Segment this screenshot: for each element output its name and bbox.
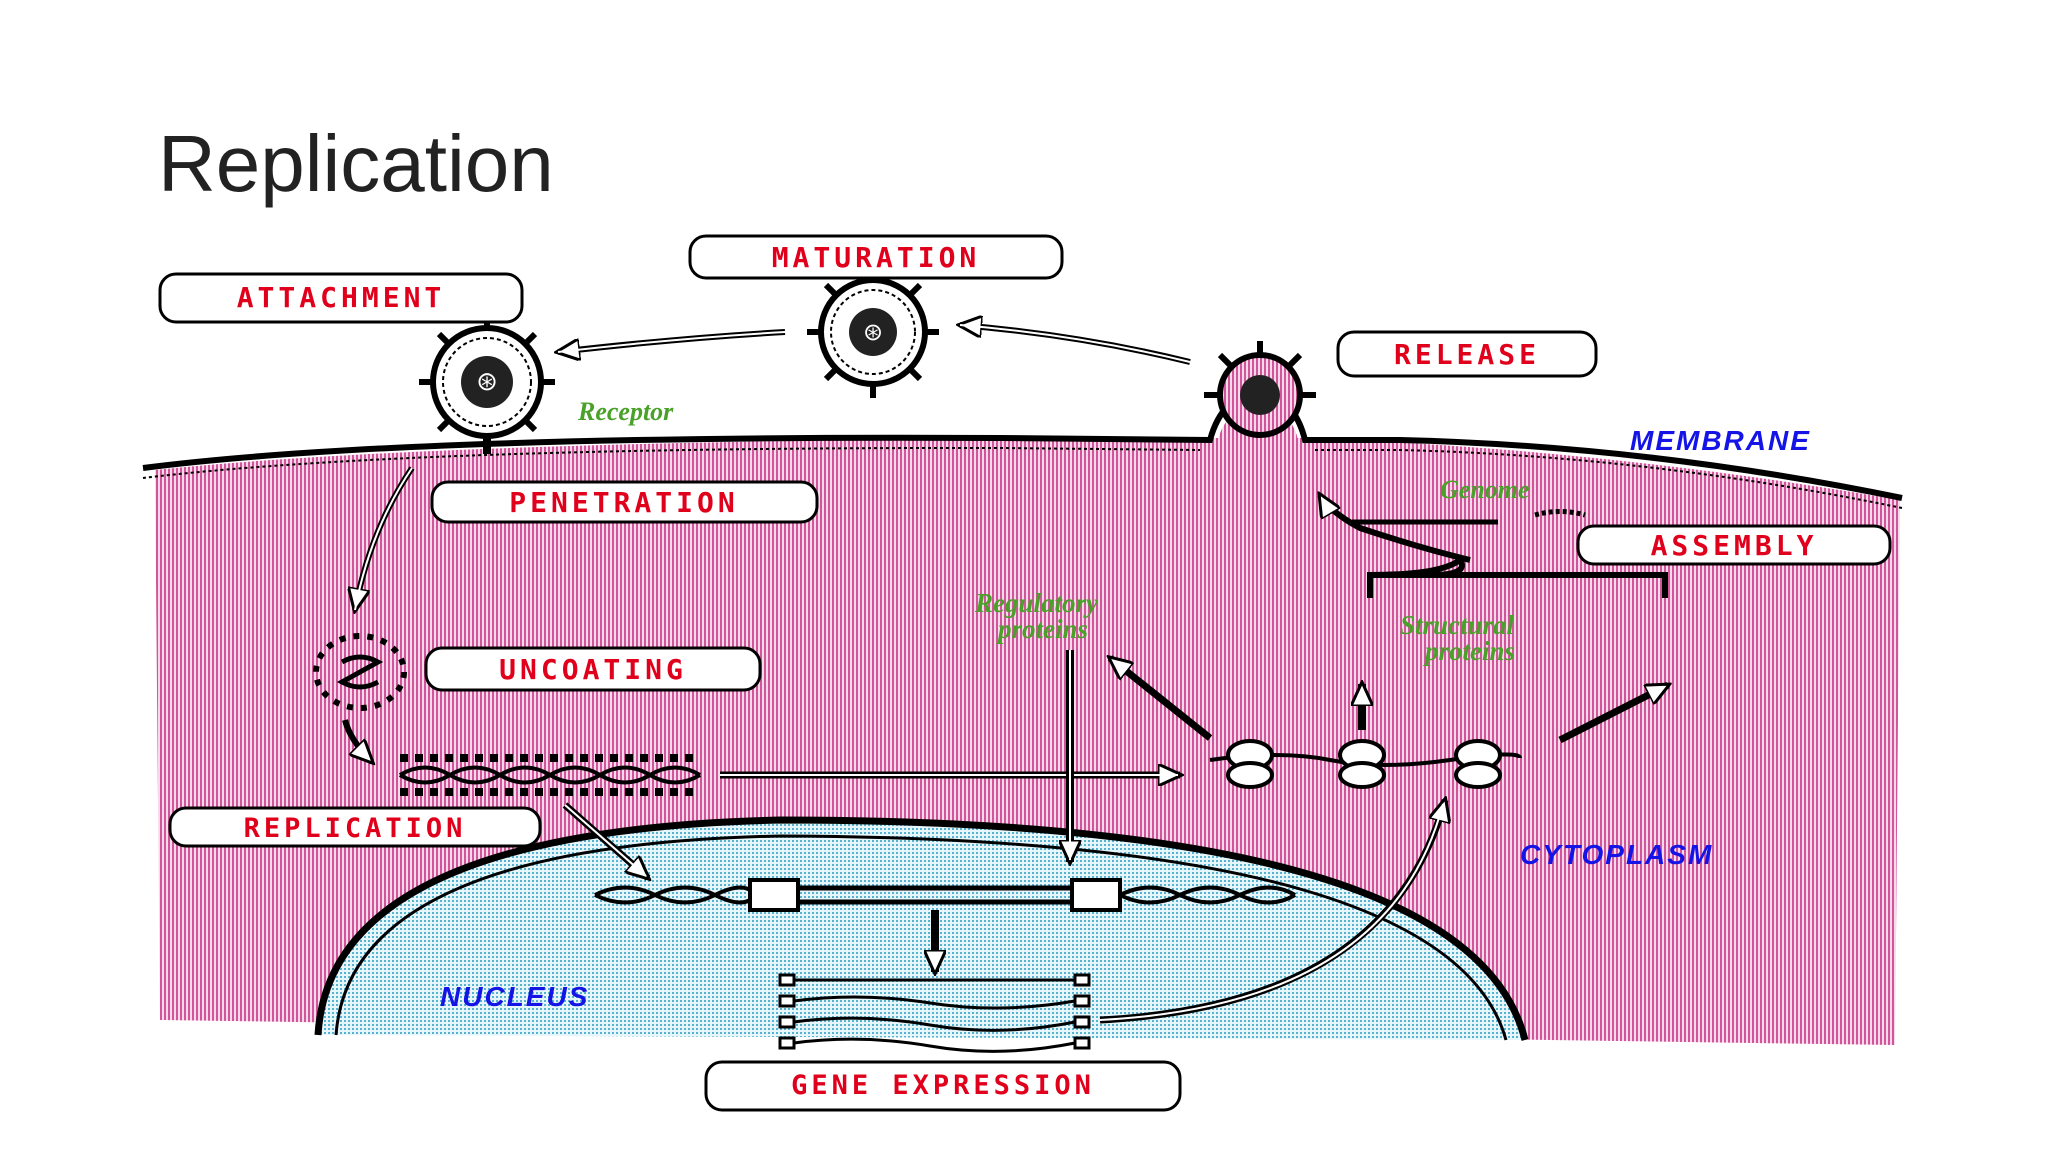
svg-text:ATTACHMENT: ATTACHMENT: [237, 281, 446, 314]
stage-attachment: ATTACHMENT: [158, 272, 524, 324]
cytoplasm-label: CYTOPLASM: [1520, 839, 1713, 870]
nuclear-dna-icon: [594, 878, 1297, 912]
uncoating-particles-icon: [313, 633, 407, 711]
stage-release: RELEASE: [1336, 330, 1598, 378]
svg-text:PENETRATION: PENETRATION: [509, 486, 738, 519]
virus-maturation-icon: ⊛: [807, 266, 939, 398]
svg-text:RELEASE: RELEASE: [1394, 338, 1540, 371]
ribosomes-icon: [1209, 739, 1522, 789]
stage-assembly: ASSEMBLY: [1576, 524, 1892, 566]
regulatory-proteins-label-1: Regulatory: [974, 588, 1099, 618]
virus-release-icon: [1204, 341, 1316, 438]
svg-text:GENE EXPRESSION: GENE EXPRESSION: [791, 1070, 1095, 1101]
regulatory-proteins-label-2: proteins: [996, 614, 1088, 644]
structural-proteins-label-1: Structural: [1400, 610, 1515, 640]
stage-replication: REPLICATION: [168, 806, 542, 848]
slide-title: Replication: [158, 119, 554, 208]
stage-uncoating: UNCOATING: [424, 646, 762, 692]
nucleus-region: [318, 820, 1525, 1040]
stage-gene-expression: GENE EXPRESSION: [704, 1060, 1182, 1112]
svg-text:MATURATION: MATURATION: [772, 241, 981, 274]
stage-penetration: PENETRATION: [430, 480, 819, 524]
membrane-label: MEMBRANE: [1630, 425, 1811, 456]
structural-proteins-label-2: proteins: [1423, 636, 1515, 666]
genome-label: Genome: [1440, 475, 1530, 504]
nucleus-label: NUCLEUS: [440, 981, 589, 1012]
replicated-genome-icon: [398, 754, 702, 796]
svg-text:⊛: ⊛: [476, 367, 498, 397]
virus-attachment-icon: ⊛: [419, 314, 555, 454]
svg-text:ASSEMBLY: ASSEMBLY: [1651, 529, 1818, 562]
svg-text:UNCOATING: UNCOATING: [499, 653, 687, 686]
svg-text:REPLICATION: REPLICATION: [244, 813, 467, 844]
mrna-transcripts-icon: [778, 973, 1091, 1053]
svg-text:⊛: ⊛: [863, 318, 883, 346]
stage-maturation: MATURATION: [688, 234, 1064, 280]
receptor-label: Receptor: [577, 397, 674, 426]
